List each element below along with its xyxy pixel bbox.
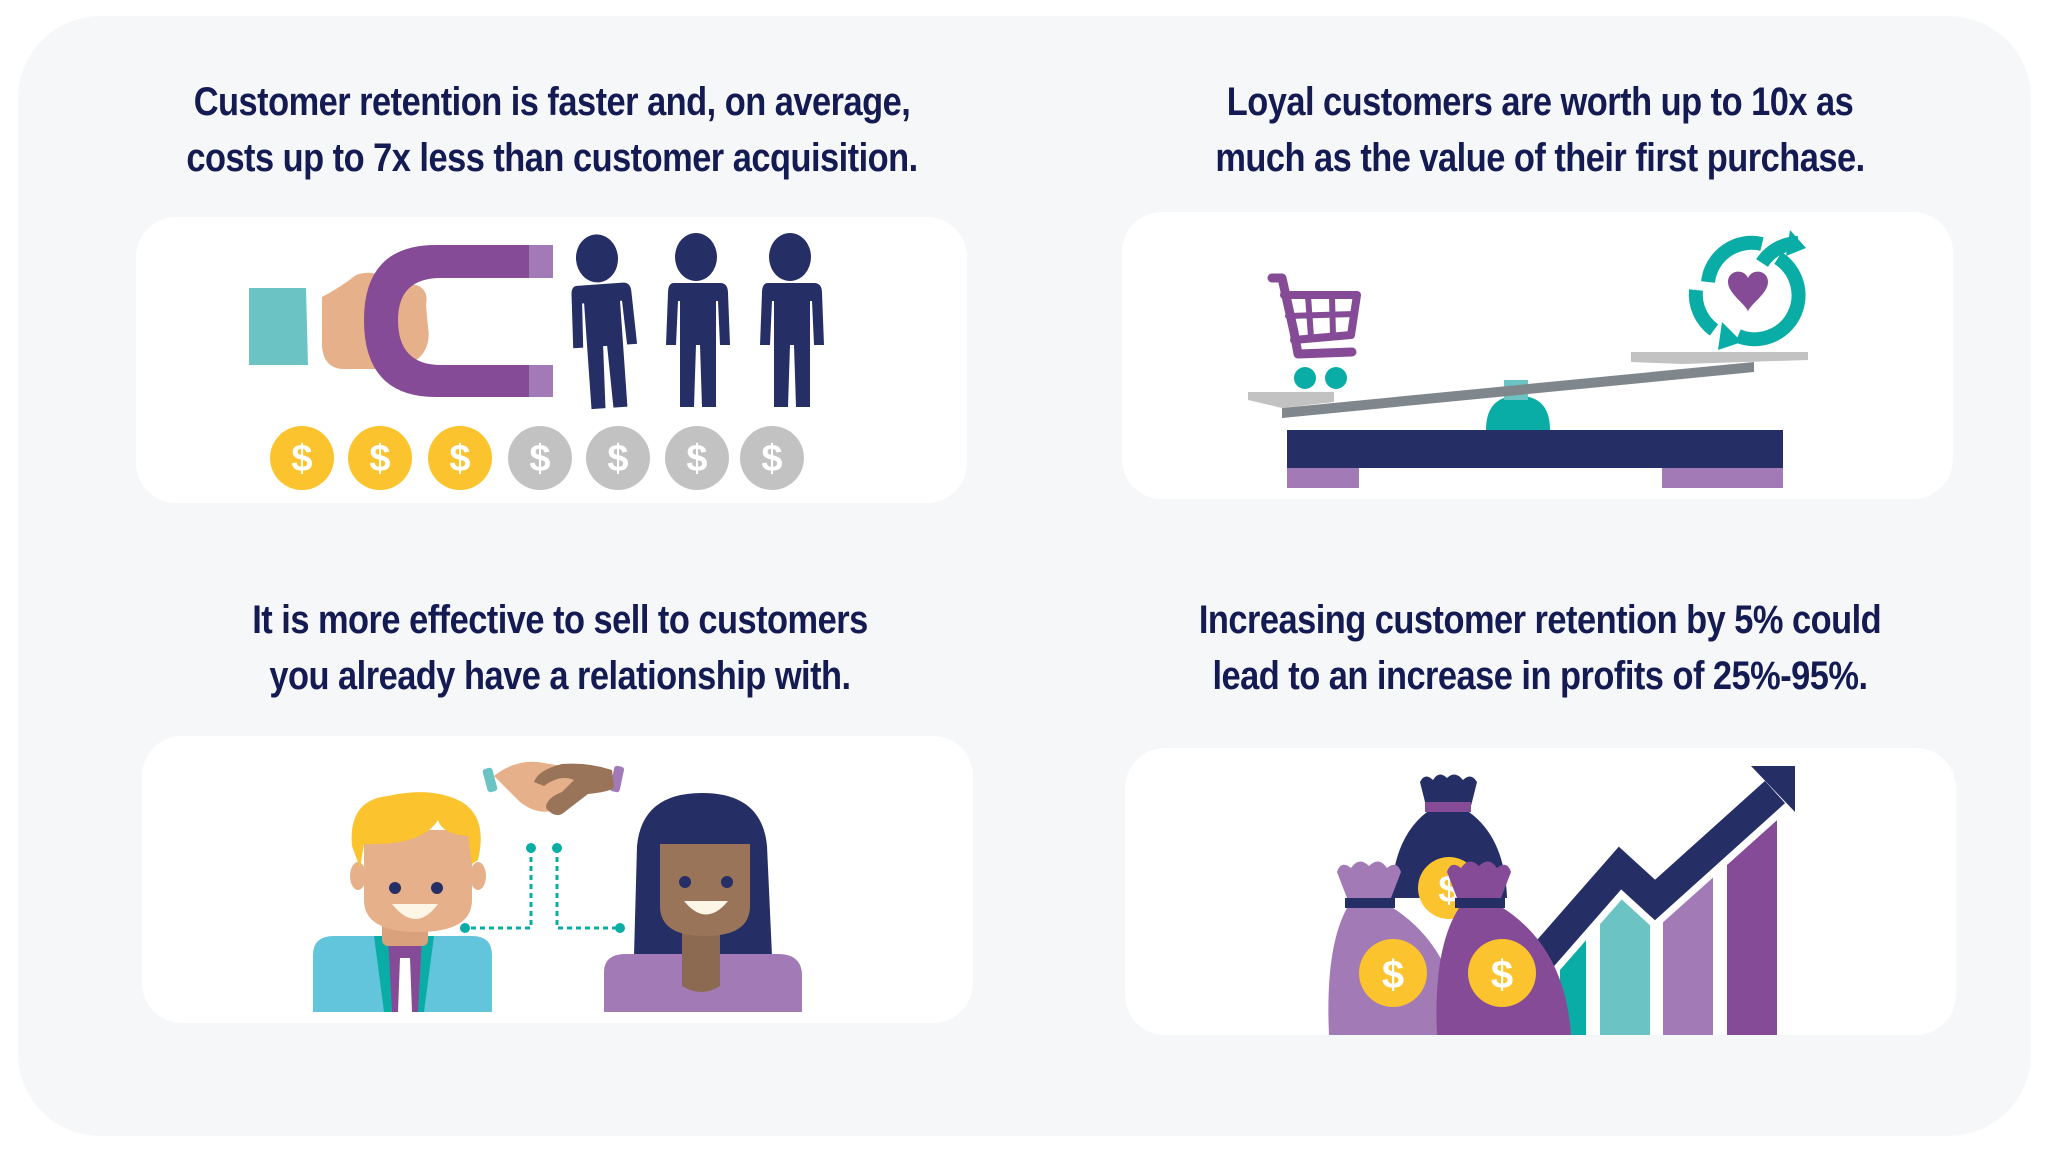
fact-existing-relationship-card — [142, 736, 973, 1023]
svg-text:$: $ — [1491, 953, 1513, 997]
gray-coin-icon: $ — [508, 426, 572, 490]
man-avatar-icon — [313, 792, 492, 1012]
scale-illustration — [1248, 230, 1808, 488]
money-bag-icon: $ — [1328, 861, 1463, 1035]
fact-profit-increase-card: $ $ $ — [1125, 748, 1956, 1035]
fact-retention-cost-headline: Customer retention is faster and, on ave… — [52, 74, 1052, 186]
woman-avatar-icon — [604, 793, 802, 1012]
fact-loyal-value-headline: Loyal customers are worth up to 10x as m… — [1040, 74, 2040, 186]
headline-line-1: Increasing customer retention by 5% coul… — [1198, 598, 1882, 642]
svg-text:$: $ — [1382, 953, 1404, 997]
handshake-icon — [482, 761, 625, 816]
headline-line-2: you already have a relationship with. — [269, 654, 851, 698]
svg-text:$: $ — [686, 438, 707, 480]
magnet-icon — [364, 245, 553, 397]
gold-coin-icon: $ — [428, 426, 492, 490]
svg-text:$: $ — [761, 438, 782, 480]
svg-text:$: $ — [449, 438, 470, 480]
headline-line-2: costs up to 7x less than customer acquis… — [186, 136, 918, 180]
heart-cycle-icon — [1688, 230, 1806, 350]
person-icon — [666, 233, 730, 407]
headline-line-1: It is more effective to sell to customer… — [252, 598, 868, 642]
svg-text:$: $ — [529, 438, 550, 480]
fact-profit-increase-headline: Increasing customer retention by 5% coul… — [1040, 592, 2040, 704]
connector-lines — [467, 848, 618, 930]
fact-retention-cost-card: $ $ $ $ $ $ $ — [136, 217, 967, 503]
gold-coin-icon: $ — [270, 426, 334, 490]
person-icon — [760, 233, 824, 407]
fact-loyal-value-card — [1122, 212, 1953, 499]
gray-coin-icon: $ — [586, 426, 650, 490]
headline-line-1: Customer retention is faster and, on ave… — [193, 80, 911, 124]
handshake-illustration — [313, 761, 802, 1012]
money-bag-icon: $ — [1436, 861, 1571, 1035]
balance-scale-icon — [1248, 352, 1808, 488]
headline-line-2: much as the value of their first purchas… — [1215, 136, 1865, 180]
magnet-illustration: $ $ $ $ $ $ $ — [249, 233, 824, 490]
svg-text:$: $ — [291, 438, 312, 480]
shopping-cart-icon — [1267, 273, 1361, 359]
svg-text:$: $ — [369, 438, 390, 480]
headline-line-1: Loyal customers are worth up to 10x as — [1226, 80, 1854, 124]
gray-coin-icon: $ — [665, 426, 729, 490]
headline-line-2: lead to an increase in profits of 25%-95… — [1212, 654, 1868, 698]
growth-arrow-icon — [1498, 766, 1795, 1003]
gray-coin-icon: $ — [740, 426, 804, 490]
growth-illustration: $ $ $ — [1328, 766, 1795, 1035]
gold-coin-icon: $ — [348, 426, 412, 490]
fact-existing-relationship-headline: It is more effective to sell to customer… — [60, 592, 1060, 704]
svg-text:$: $ — [607, 438, 628, 480]
person-icon — [571, 234, 638, 410]
